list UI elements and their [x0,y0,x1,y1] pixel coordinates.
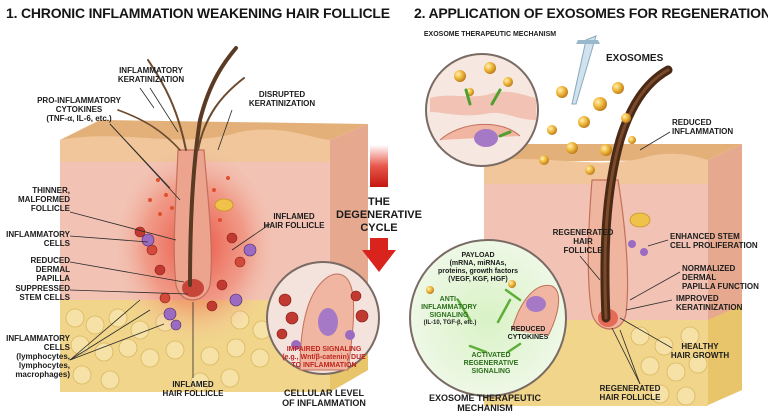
label-impaired-signaling: IMPAIRED SIGNALING (e.g., Wnt/β-catenin)… [282,346,366,369]
label-exosomes: EXOSOMES [606,53,664,64]
exosome-top-inset [425,53,539,167]
label-cellular-level: CELLULAR LEVEL OF INFLAMMATION [282,388,366,408]
label-inflamed-hair-follicle-side: INFLAMED HAIR FOLLICLE [263,212,325,230]
exosomes [539,35,636,175]
label-exosome-mechanism-bottom: EXOSOME THERAPEUTIC MECHANISM [428,393,541,413]
label-disrupted-keratinization: DISRUPTED KERATINIZATION [248,90,316,108]
label-reduced-cytokines: REDUCED CYTOKINES [507,326,549,341]
label-payload: PAYLOAD (mRNA, miRNAs, proteins, growth … [437,252,519,283]
label-pro-inflammatory-cytokines: PRO-INFLAMMATORY CYTOKINES (TNF-α, IL-6,… [37,96,121,123]
label-improved-keratinization: IMPROVED KERATINIZATION [676,294,743,312]
cellular-inset [266,261,380,375]
label-enhanced-stem-cell: ENHANCED STEM CELL PROLIFERATION [670,232,758,250]
label-inflammatory-cells-detail: INFLAMMATORY CELLS (lymphocytes, lymphoc… [6,334,70,379]
degenerative-arrow [362,145,396,272]
label-healthy-hair-growth: HEALTHY HAIR GROWTH [670,342,730,360]
label-thinner-follicle: THINNER, MALFORMED FOLLICLE [18,186,70,213]
label-activated-regenerative: ACTIVATED REGENERATIVE SIGNALING [463,352,519,375]
label-normalized-dermal-papilla: NORMALIZED DERMAL PAPILLA FUNCTION [682,264,759,291]
exosome-bottom-inset [409,239,567,397]
right-panel-title: 2. APPLICATION OF EXOSOMES FOR REGENERAT… [414,5,768,21]
label-inflamed-hair-follicle-bottom: INFLAMED HAIR FOLLICLE [162,380,224,398]
label-regenerated-hair-follicle-side: REGENERATED HAIR FOLLICLE [552,228,614,255]
label-reduced-inflammation: REDUCED INFLAMMATION [672,118,734,136]
leader-lines [69,87,681,385]
left-panel-title: 1. CHRONIC INFLAMMATION WEAKENING HAIR F… [6,5,390,21]
label-regenerated-hair-follicle-bottom: REGENERATED HAIR FOLLICLE [599,384,661,402]
label-inflammatory-cells: INFLAMMATORY CELLS [6,230,70,248]
degenerative-cycle-label: THE DEGENERATIVE CYCLE [336,196,422,234]
label-anti-inflammatory: ANTI- INFLAMMATORY SIGNALING [421,296,477,319]
label-suppressed-stem-cells: SUPPRESSED STEM CELLS [15,284,70,302]
label-anti-inflammatory-detail: (IL-10, TGF-β, etc.) [423,320,477,326]
label-exosome-mechanism-arc: EXOSOME THERAPEUTIC MECHANISM [423,31,557,38]
label-reduced-dermal-papilla: REDUCED DERMAL PAPILLA [30,256,70,283]
label-inflammatory-keratinization: INFLAMMATORY KERATINIZATION [117,66,185,84]
